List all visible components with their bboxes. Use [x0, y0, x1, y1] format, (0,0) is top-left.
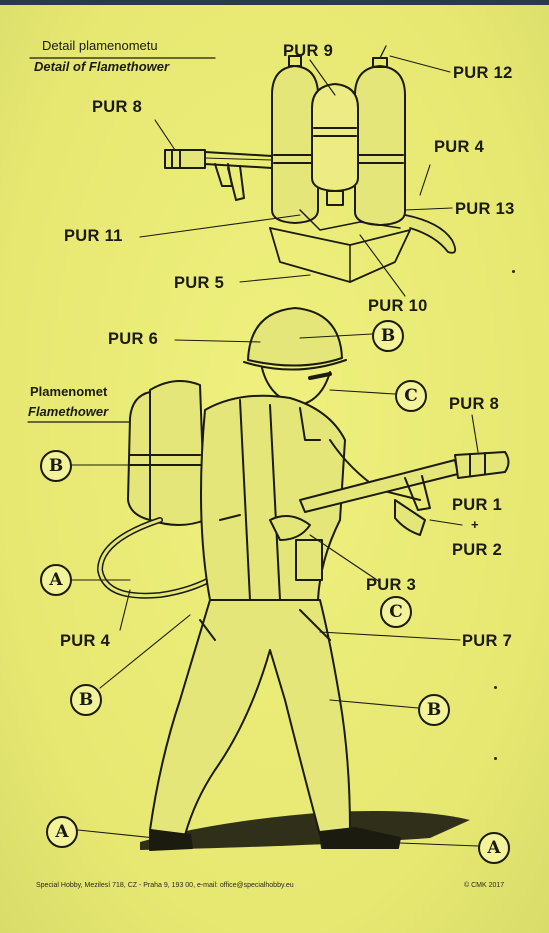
publisher-footer: Special Hobby, Mezilesí 718, CZ - Praha … — [36, 882, 294, 889]
color-callout-boot-left: A — [46, 816, 78, 848]
part-label-pur9: PUR 9 — [283, 42, 334, 60]
detail-title-en: Detail of Flamethower — [34, 59, 170, 74]
part-label-pur4-detail: PUR 4 — [434, 138, 485, 156]
color-callout-glove: C — [380, 596, 412, 628]
part-label-pur1: PUR 1 — [452, 496, 503, 514]
copyright-footer: © CMK 2017 — [464, 882, 505, 889]
part-label-pur5: PUR 5 — [174, 274, 225, 292]
part-label-pur10: PUR 10 — [368, 297, 428, 315]
color-callout-strap: A — [40, 564, 72, 596]
part-label-pur8-detail: PUR 8 — [92, 98, 143, 116]
soldier-figure-drawing — [97, 307, 510, 851]
part-label-pur6: PUR 6 — [108, 330, 159, 348]
part-label-pur12: PUR 12 — [453, 64, 513, 82]
part-label-pur7: PUR 7 — [462, 632, 513, 650]
part-label-pur11: PUR 11 — [64, 227, 123, 245]
figure-label-en: Flamethower — [28, 404, 109, 419]
part-label-pur4-figure: PUR 4 — [60, 632, 111, 650]
color-callout-helmet: B — [372, 320, 404, 352]
print-dot — [512, 270, 515, 273]
flamethrower-detail-drawing — [164, 45, 457, 283]
leader-lines — [69, 55, 479, 847]
color-callout-tanks: B — [40, 450, 72, 482]
figure-label-cz: Plamenomet — [30, 384, 108, 399]
sheet-edge — [0, 0, 549, 5]
print-dot — [494, 686, 497, 689]
part-label-pur2: PUR 2 — [452, 541, 503, 559]
color-callout-trousers-left: B — [70, 684, 102, 716]
color-callout-face: C — [395, 380, 427, 412]
part-label-pur3: PUR 3 — [366, 576, 417, 594]
part-label-plus: + — [471, 517, 479, 532]
part-label-pur8-figure: PUR 8 — [449, 395, 500, 413]
color-callout-boot-right: A — [478, 832, 510, 864]
print-dot — [494, 757, 497, 760]
color-callout-trousers-right: B — [418, 694, 450, 726]
part-label-pur13: PUR 13 — [455, 200, 515, 218]
detail-title-cz: Detail plamenometu — [42, 38, 158, 53]
